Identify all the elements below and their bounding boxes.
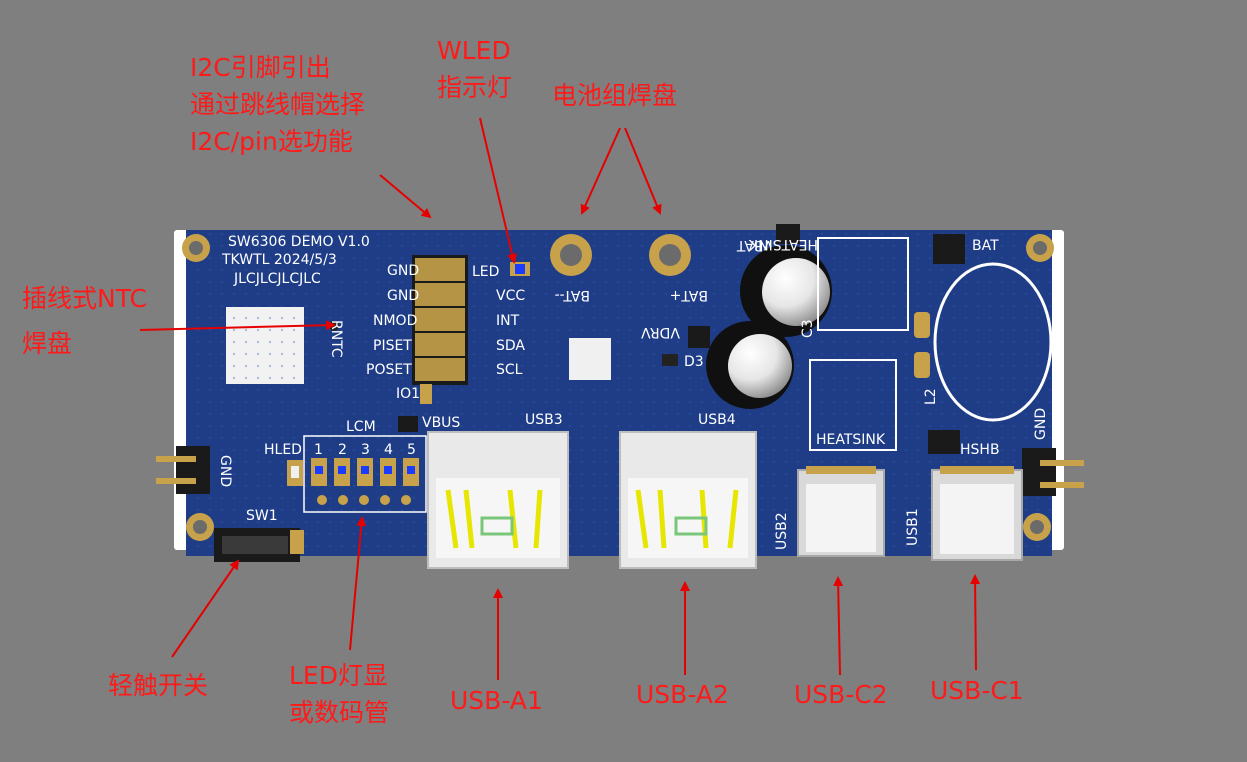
heatsink-top-label: HEATSINK [748, 236, 818, 252]
heatsink-bottom [809, 359, 897, 451]
usb2-label: USB2 [774, 512, 790, 550]
bat-minus-label: BAT-- [555, 287, 590, 303]
led-array [303, 435, 427, 513]
gnd-left-label: GND [217, 455, 233, 487]
led-num-4: 4 [384, 442, 393, 458]
l2-label: L2 [923, 388, 939, 405]
switch-callout: 轻触开关 [108, 671, 209, 700]
ntc-pad-area: RNTC [226, 307, 344, 384]
usb-c2-port [797, 466, 885, 557]
inductor-l2 [914, 262, 1053, 422]
heatsink-bottom-label: HEATSINK [816, 432, 886, 448]
bat-plus-label: BAT+ [670, 287, 708, 303]
usb-a2-port [619, 431, 757, 569]
usb-a1-port [427, 431, 569, 569]
pin-left-2: GND [387, 288, 419, 304]
usb1-label: USB1 [905, 508, 921, 546]
wled-callout-line-2: 指示灯 [437, 73, 513, 102]
pin-right-2: INT [496, 313, 520, 329]
pin-left-4: PISET [373, 338, 412, 354]
ntc-callout-line-1: 插线式NTC [22, 284, 147, 313]
usb-c1-port [931, 466, 1023, 561]
capacitors [706, 245, 832, 409]
led-label: LED [472, 264, 499, 280]
lcm-label: LCM [346, 419, 376, 435]
sw1-label: SW1 [246, 508, 278, 524]
ntc-callout: 插线式NTC 焊盘 [22, 286, 147, 368]
wled-callout-line-1: WLED [437, 36, 511, 65]
hshb-label: HSHB [960, 442, 1000, 458]
gnd-right-label: GND [1033, 408, 1049, 440]
pin-header [412, 255, 468, 404]
wled-callout: WLED 指示灯 [437, 38, 512, 112]
vdrv-label: VDRV [641, 324, 680, 340]
led-display-callout-line-1: LED灯显 [289, 661, 388, 690]
i2c-callout-line-1: I2C引脚引出 [190, 53, 331, 82]
board-title: SW6306 DEMO V1.0 [228, 234, 370, 250]
battery-pads [550, 234, 691, 276]
i2c-callout-line-3: I2C/pin选功能 [190, 127, 353, 156]
pin-left-1: GND [387, 263, 419, 279]
vbat-label: VBAT [736, 237, 773, 253]
usb4-label: USB4 [698, 412, 736, 428]
pcb-board [174, 230, 1064, 556]
i2c-callout: I2C引脚引出 通过跳线帽选择 I2C/pin选功能 [190, 55, 365, 166]
usb-c1-callout: USB-C1 [930, 676, 1024, 705]
tactile-switch [214, 528, 304, 562]
led-num-5: 5 [407, 442, 416, 458]
pin-right-4: SCL [496, 362, 523, 378]
led-display-callout-line-2: 或数码管 [289, 698, 390, 727]
led-display-callout: LED灯显 或数码管 [289, 663, 389, 737]
usb-c2-callout: USB-C2 [794, 680, 888, 709]
i2c-callout-line-2: 通过跳线帽选择 [190, 90, 366, 119]
side-headers [156, 446, 1084, 496]
battery-callout: 电池组焊盘 [552, 81, 678, 110]
pin-left-5: POSET [366, 362, 412, 378]
led-num-2: 2 [338, 442, 347, 458]
ntc-callout-line-2: 焊盘 [22, 329, 73, 358]
heatsink-top [817, 237, 909, 331]
board-jlc: JLCJLCJLCJLC [233, 271, 321, 287]
led-num-1: 1 [314, 442, 323, 458]
annotation-arrows [139, 117, 981, 680]
usb-a1-callout: USB-A1 [450, 686, 543, 715]
bat-label: BAT [972, 238, 999, 254]
board-author-date: TKWTL 2024/5/3 [221, 252, 337, 268]
hled-label: HLED [264, 442, 302, 458]
pin-left-3: NMOD [373, 313, 417, 329]
pin-left-6: IO1 [396, 386, 420, 402]
pin-right-1: VCC [496, 288, 525, 304]
usb-a2-callout: USB-A2 [636, 680, 729, 709]
c3-label: C3 [800, 319, 816, 338]
pin-right-3: SDA [496, 338, 525, 354]
vbus-label: VBUS [422, 415, 460, 431]
usb3-label: USB3 [525, 412, 563, 428]
center-pad [569, 338, 611, 380]
led-num-3: 3 [361, 442, 370, 458]
d3-label: D3 [684, 354, 704, 370]
